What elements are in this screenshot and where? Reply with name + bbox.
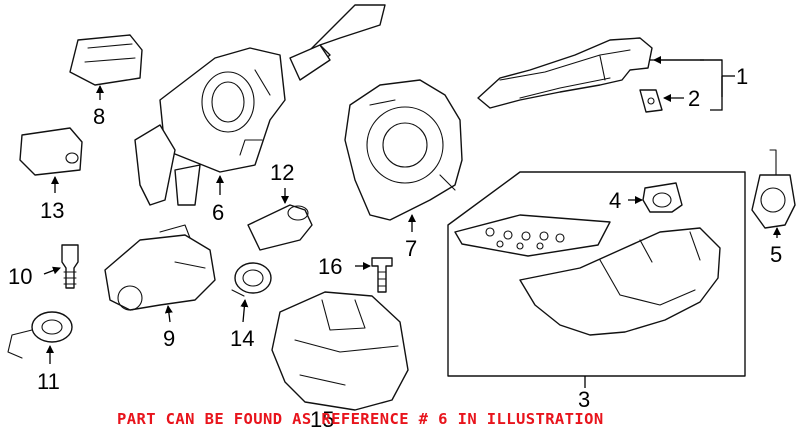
- callout-16: 16: [318, 254, 342, 279]
- callout-4: 4: [609, 188, 621, 213]
- callout-13: 13: [40, 198, 64, 223]
- vent-holes: [485, 227, 565, 250]
- part-2-clip: [639, 89, 663, 113]
- callout-2: 2: [688, 86, 700, 111]
- callout-7: 7: [405, 236, 417, 261]
- part-12-lock-cylinder: [247, 204, 313, 251]
- reference-caption: PART CAN BE FOUND AS REFERENCE # 6 IN IL…: [117, 410, 604, 428]
- callout-11: 11: [37, 369, 60, 394]
- callout-6: 6: [212, 200, 224, 225]
- callout-1: 1: [736, 64, 748, 89]
- part-6-combination-switch: [134, 4, 386, 206]
- part-10-bolt: [61, 244, 79, 289]
- part-16-screw: [371, 257, 393, 293]
- callout-10: 10: [8, 264, 32, 289]
- part-7-clockspring: [344, 79, 463, 221]
- part-11-connector: [7, 311, 73, 359]
- callout-14: 14: [230, 326, 254, 351]
- callout-9: 9: [163, 326, 175, 351]
- callout-12: 12: [270, 160, 294, 185]
- part-8-switch-module: [69, 34, 143, 86]
- part-3-lower-column-cover-group: [447, 171, 746, 377]
- part-9-lock-housing: [104, 224, 216, 311]
- callout-3: 3: [578, 387, 590, 412]
- callout-numbers: 1 2 3 4 5 6 7 8 9 10 11 12 13 14 15 16: [8, 64, 782, 432]
- callout-15: 15: [310, 407, 334, 432]
- part-13-module: [19, 127, 83, 176]
- part-5-bracket: [751, 149, 796, 229]
- callout-8: 8: [93, 104, 105, 129]
- part-15-switch-housing: [271, 291, 409, 411]
- part-1-upper-column-cover: [477, 37, 653, 109]
- leader-lines: [43, 56, 781, 388]
- part-14-ring: [231, 262, 272, 297]
- callout-5: 5: [770, 242, 782, 267]
- part-4-ring: [642, 182, 683, 213]
